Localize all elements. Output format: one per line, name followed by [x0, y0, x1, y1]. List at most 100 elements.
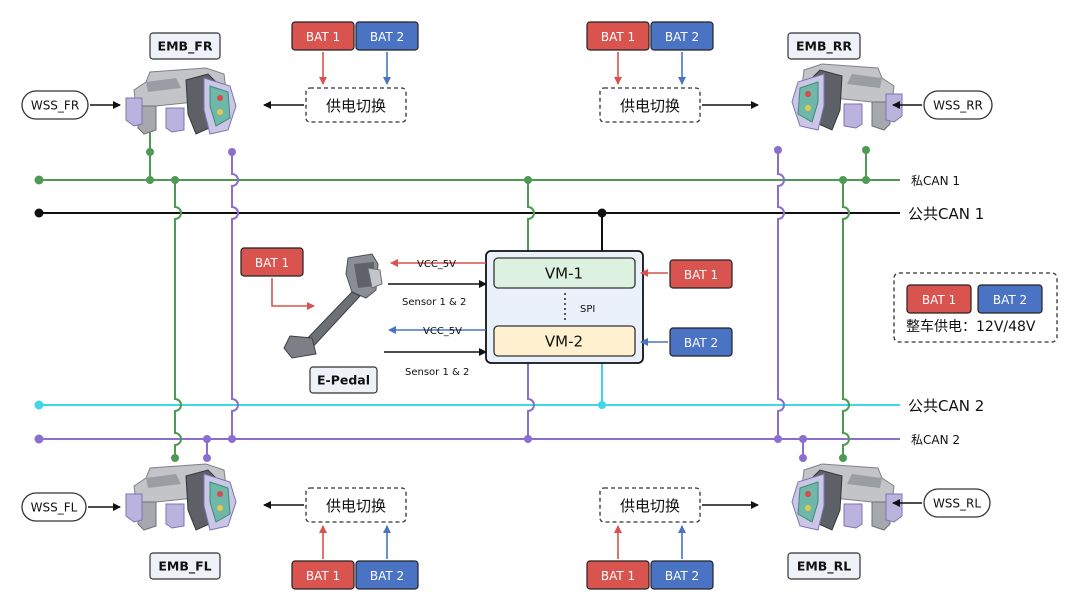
power-switch-box — [599, 487, 701, 523]
power-legend: BAT 1 BAT 2 整车供电：12V/48V — [893, 272, 1058, 343]
emb-rl-caliper-image — [791, 463, 903, 531]
rr-purple-link — [777, 150, 785, 439]
power-group-rr: BAT 1 BAT 2 供电切换 — [586, 21, 759, 123]
bat2-box — [669, 327, 733, 357]
rr-purple-dot — [774, 146, 782, 154]
bat1-label: BAT 1 — [601, 569, 635, 583]
vm1-box — [493, 257, 636, 289]
rl-green-link — [842, 180, 850, 458]
bat2-box — [977, 284, 1043, 314]
fr-purple-link — [231, 152, 239, 439]
wss-rr: WSS_RR — [892, 90, 993, 120]
rl-green-dot-top — [839, 176, 847, 184]
power-legend-text: 整车供电：12V/48V — [906, 318, 1036, 335]
fr-purple-dot — [228, 148, 236, 156]
public-can1-end-dot — [34, 208, 44, 218]
bat2-label: BAT 2 — [993, 293, 1027, 307]
bat1-label: BAT 1 — [684, 268, 718, 282]
rr-purple-dot-bottom — [774, 435, 782, 443]
public-can2-label: 公共CAN 2 — [908, 397, 984, 415]
power-switch-box — [599, 87, 701, 123]
vcc-5v-label-2: VCC_5V — [423, 326, 462, 337]
vm1-green-link — [527, 180, 535, 258]
vm2-purple-dot — [524, 435, 532, 443]
vm2-label: VM-2 — [545, 333, 583, 351]
emb-rl-label-box: EMB_RL — [787, 552, 861, 580]
wss-fl-label: WSS_FL — [31, 501, 78, 515]
wss-fl: WSS_FL — [21, 492, 121, 522]
bat1-label: BAT 1 — [255, 256, 289, 270]
fr-green-dot — [146, 176, 154, 184]
bat1-box — [586, 560, 650, 590]
vm1-green-dot-bus — [524, 176, 532, 184]
fl-purple-dot-bus — [203, 435, 211, 443]
bat1-box — [291, 21, 355, 51]
fl-green-link — [174, 180, 182, 458]
power-switch-label: 供电切换 — [326, 97, 386, 115]
vertical-connections — [146, 130, 870, 462]
power-group-rl: 供电切换 BAT 1 BAT 2 — [586, 487, 759, 590]
rr-green-dot-top — [862, 146, 870, 154]
bat2-box — [650, 560, 714, 590]
fl-green-dot-top — [171, 176, 179, 184]
bat2-label: BAT 2 — [684, 336, 718, 350]
bat2-label: BAT 2 — [370, 569, 404, 583]
bat1-label: BAT 1 — [306, 30, 340, 44]
emb-fr-label-box: EMB_FR — [149, 32, 221, 60]
pedal-power-arrow — [271, 278, 315, 310]
emb-rr-label: EMB_RR — [796, 39, 852, 55]
fr-purple-dot-bottom — [228, 435, 236, 443]
bat2-label: BAT 2 — [665, 30, 699, 44]
bus-lines — [34, 175, 900, 444]
bat2-box — [650, 21, 714, 51]
wss-rl-label: WSS_RL — [933, 497, 981, 511]
bat1-label: BAT 1 — [601, 30, 635, 44]
vm2-purple-link — [527, 358, 535, 439]
sensor-label-1: Sensor 1 & 2 — [402, 297, 466, 308]
vm2-box — [493, 325, 636, 357]
bat1-box — [586, 21, 650, 51]
emb-fl-label-box: EMB_FL — [149, 552, 221, 580]
power-switch-box — [305, 87, 407, 123]
bat1-label: BAT 1 — [306, 569, 340, 583]
vm2-cyan-dot — [598, 401, 606, 409]
e-pedal-label: E-Pedal — [317, 373, 370, 388]
power-switch-label: 供电切换 — [620, 97, 680, 115]
rr-green-dot — [862, 176, 870, 184]
emb-fl-caliper-image — [125, 463, 237, 531]
vm2-power-input: BAT 2 — [640, 327, 733, 357]
wss-fr-label: WSS_FR — [31, 99, 79, 113]
vm1-power-input: BAT 1 — [640, 259, 733, 289]
bat2-box — [355, 560, 419, 590]
power-switch-label: 供电切换 — [620, 497, 680, 515]
fl-purple-dot — [203, 454, 211, 462]
power-group-fr: BAT 1 BAT 2 供电切换 — [263, 21, 419, 123]
public-can1-label: 公共CAN 1 — [908, 205, 984, 223]
fr-green-dot-top — [146, 148, 154, 156]
fl-green-dot — [171, 454, 179, 462]
vm-controller: VM-1 SPI VM-2 — [485, 250, 644, 364]
vm1-label: VM-1 — [545, 265, 583, 283]
rl-purple-dot-bus — [799, 435, 807, 443]
power-switch-label: 供电切换 — [326, 497, 386, 515]
emb-fr-label: EMB_FR — [158, 39, 213, 55]
emb-rr-caliper-image — [791, 63, 903, 131]
pedal-signals: VCC_5V Sensor 1 & 2 VCC_5V Sensor 1 & 2 — [384, 259, 487, 378]
public-can2-end-dot — [34, 400, 44, 410]
emb-fr-caliper-image — [125, 67, 237, 135]
private-can2-end-dot — [34, 434, 44, 444]
bat2-box — [355, 21, 419, 51]
e-pedal-group: BAT 1 E-Pedal — [240, 247, 383, 394]
bat2-label: BAT 2 — [665, 569, 699, 583]
rl-purple-dot — [799, 454, 807, 462]
bat2-label: BAT 2 — [370, 30, 404, 44]
private-can1-label: 私CAN 1 — [911, 174, 960, 188]
wss-rr-label: WSS_RR — [933, 99, 983, 113]
emb-rl-label: EMB_RL — [797, 559, 851, 575]
vcc-5v-label-1: VCC_5V — [417, 259, 456, 270]
power-switch-box — [305, 487, 407, 523]
bat1-box — [291, 560, 355, 590]
private-can1-end-dot — [34, 175, 44, 185]
e-pedal-label-box — [309, 366, 378, 394]
